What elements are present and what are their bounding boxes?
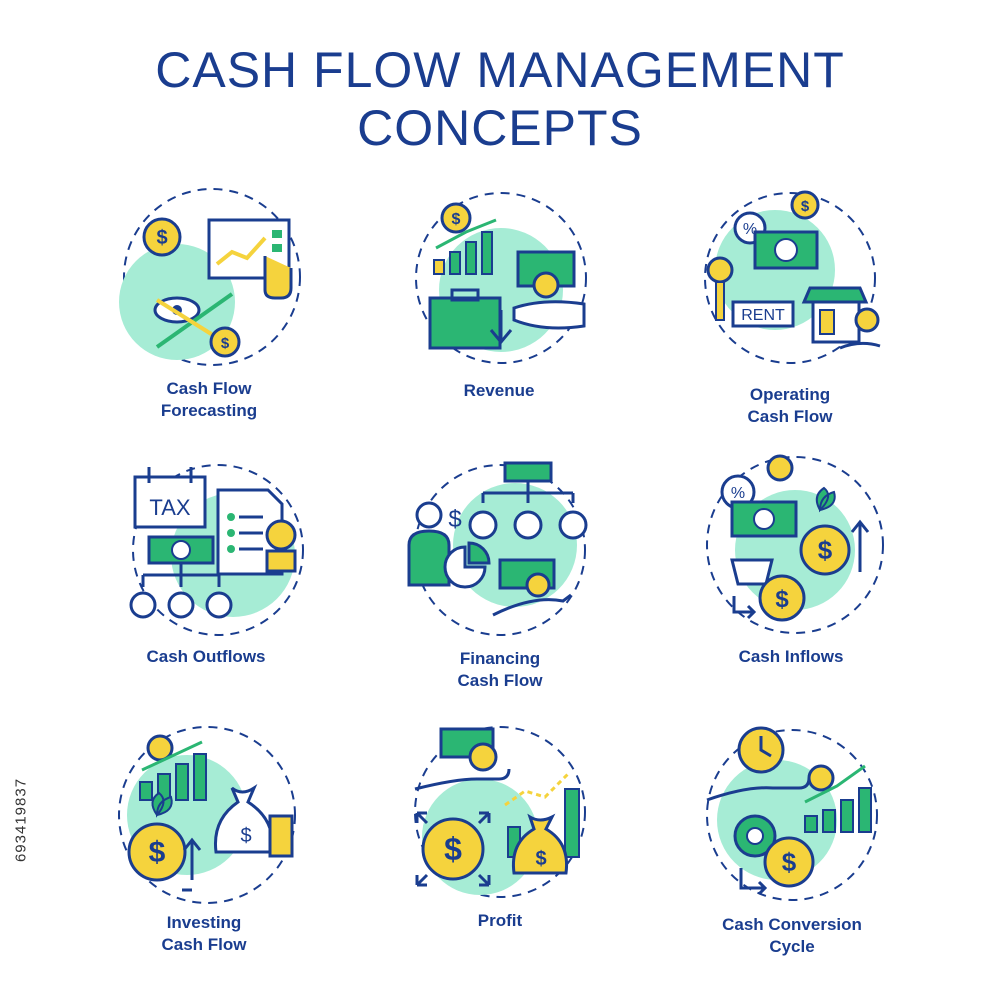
svg-text:$: $: [782, 847, 797, 877]
label-line: Cash Flow: [747, 407, 833, 426]
label-line: Revenue: [463, 381, 535, 400]
cash-flow-forecasting-label: Cash Flow Forecasting: [99, 378, 319, 422]
cash-conversion-cycle-label: Cash Conversion Cycle: [682, 914, 902, 958]
financing-cash-flow-label: Financing Cash Flow: [390, 648, 610, 692]
financing-cash-flow-card: $: [405, 455, 595, 645]
svg-text:$: $: [156, 227, 167, 249]
cash-outflows-card: TAX: [123, 455, 313, 645]
svg-text:%: %: [731, 485, 745, 502]
investor-hierarchy-icon: $: [407, 461, 588, 636]
rent-sign-text: RENT: [741, 307, 785, 324]
cash-flow-forecasting-card: $ $: [117, 182, 307, 372]
operating-cash-flow-label: Operating Cash Flow: [680, 384, 900, 428]
tax-text: TAX: [149, 495, 190, 520]
operating-cash-flow-card: % $ RENT: [695, 190, 885, 380]
page-title-line-1: CASH FLOW MANAGEMENT: [155, 42, 845, 98]
label-line: Cash Flow: [457, 671, 543, 690]
profit-card: $ $: [405, 717, 595, 907]
label-line: Investing: [166, 913, 242, 932]
svg-text:$: $: [818, 535, 833, 565]
label-line: Cash Outflows: [146, 647, 266, 666]
revenue-label: Revenue: [389, 380, 609, 402]
briefcase-growth-icon: $: [415, 192, 587, 364]
svg-text:$: $: [240, 825, 251, 847]
svg-text:$: $: [444, 831, 462, 867]
svg-text:$: $: [149, 836, 166, 869]
svg-text:$: $: [775, 586, 789, 613]
clock-gear-chart-icon: $: [706, 726, 878, 901]
label-line: Forecasting: [160, 401, 258, 420]
cart-coins-icon: % $ $: [706, 454, 884, 634]
revenue-card: $: [406, 190, 596, 380]
cash-conversion-cycle-card: $: [697, 720, 887, 910]
svg-text:$: $: [448, 506, 461, 533]
page-title-line-2: CONCEPTS: [357, 100, 643, 156]
svg-text:$: $: [535, 848, 546, 870]
label-line: Cash Flow: [161, 935, 247, 954]
stock-image-id: 693419837: [8, 750, 34, 890]
investing-cash-flow-card: $ $: [112, 720, 302, 910]
cash-outflows-label: Cash Outflows: [96, 646, 316, 668]
hand-coin-chart-icon: $ $: [414, 726, 586, 898]
profit-label: Profit: [390, 910, 610, 932]
gear-chart-eye-icon: $ $: [119, 188, 301, 366]
svg-text:$: $: [221, 335, 230, 352]
stock-image-id-text: 693419837: [12, 777, 30, 863]
tax-calendar-icon: TAX: [129, 464, 304, 636]
cash-inflows-card: % $ $: [700, 450, 890, 640]
investing-cash-flow-label: Investing Cash Flow: [94, 912, 314, 956]
money-bag-plant-icon: $ $: [118, 726, 296, 904]
label-line: Operating: [749, 385, 831, 404]
label-line: Cash Inflows: [738, 647, 844, 666]
label-line: Cash Conversion: [722, 915, 862, 934]
svg-text:$: $: [801, 198, 810, 215]
svg-text:$: $: [452, 211, 461, 228]
label-line: Cash Flow: [166, 379, 252, 398]
label-line: Financing: [459, 649, 541, 668]
cash-inflows-label: Cash Inflows: [681, 646, 901, 668]
label-line: Profit: [477, 911, 523, 930]
label-line: Cycle: [769, 937, 815, 956]
rent-key-shop-icon: % $ RENT: [704, 190, 881, 364]
